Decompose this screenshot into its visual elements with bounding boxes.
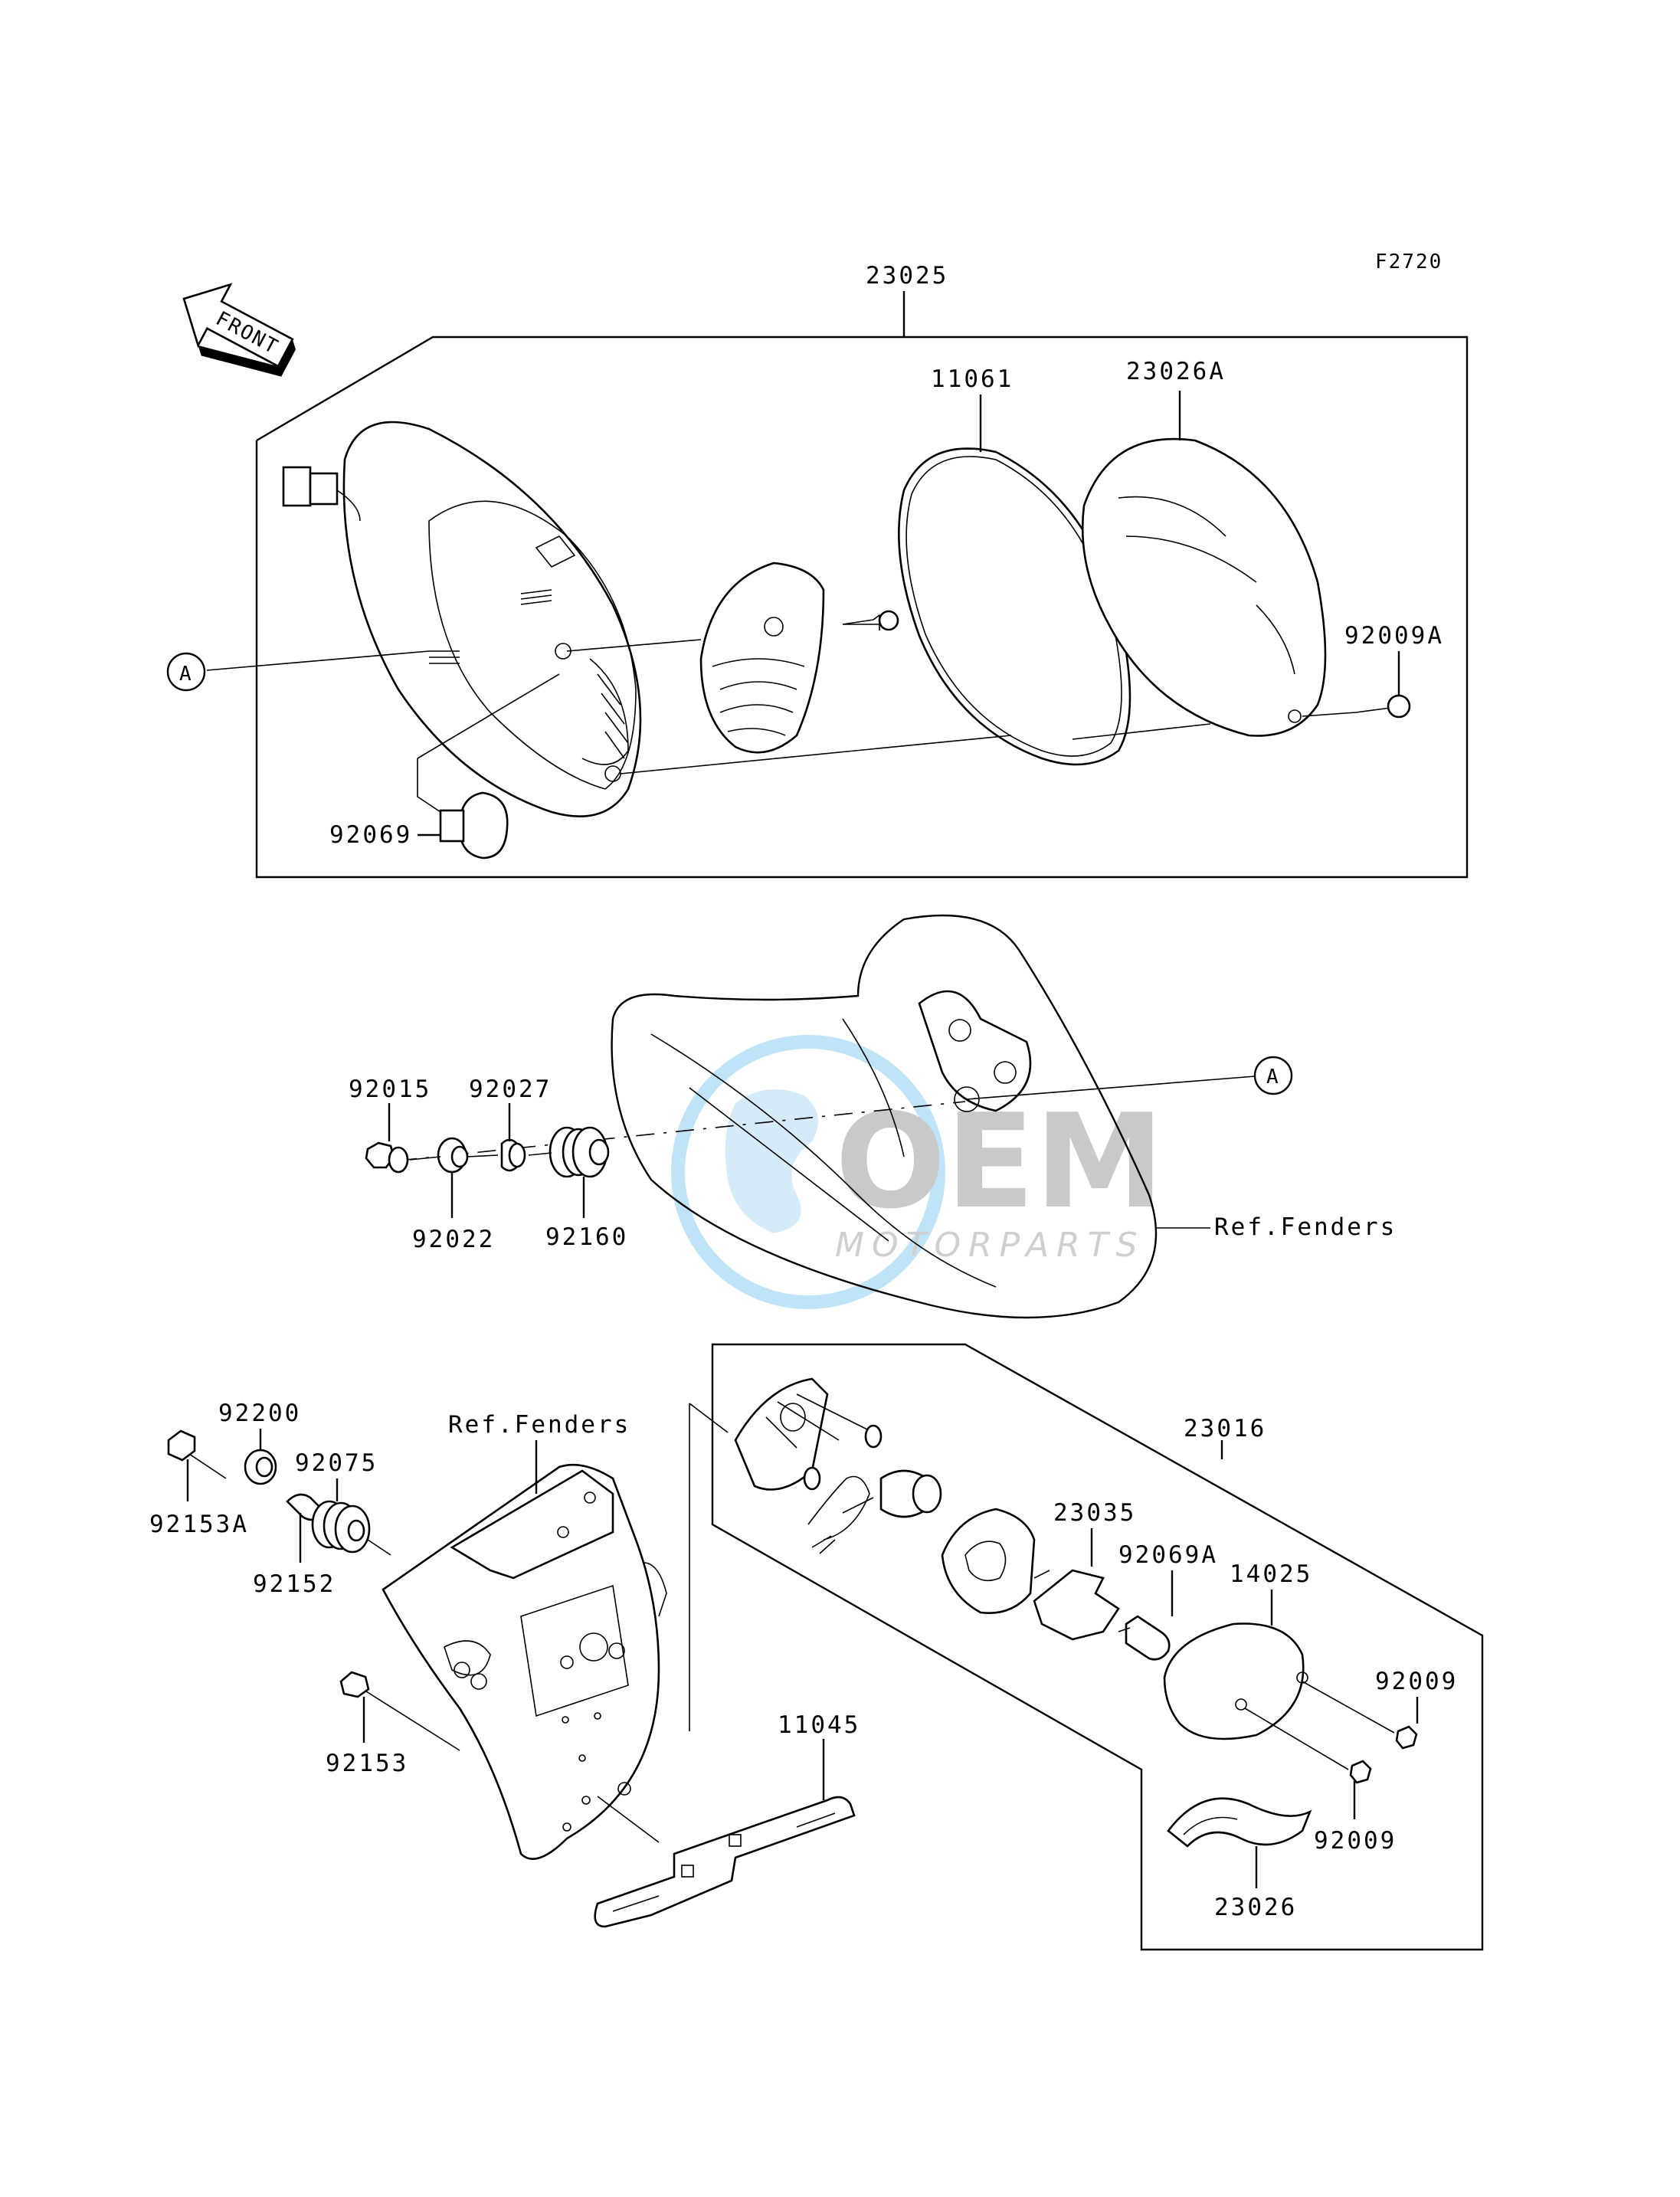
label-92009A: 92009A bbox=[1344, 622, 1444, 650]
collar-92027 bbox=[500, 1138, 526, 1172]
label-92009-a: 92009 bbox=[1375, 1668, 1458, 1695]
label-92153: 92153 bbox=[326, 1750, 408, 1777]
assembly-23016: 23016 23035 92069A 14025 bbox=[711, 1343, 1484, 1951]
label-92075: 92075 bbox=[295, 1449, 378, 1477]
figure-code: F2720 bbox=[1375, 250, 1443, 273]
grommet-92160 bbox=[549, 1126, 610, 1178]
fender-middle: Ref.Fenders A 92015 92022 92027 bbox=[349, 914, 1397, 1319]
label-92069A: 92069A bbox=[1118, 1541, 1218, 1569]
lens-23026A bbox=[1081, 437, 1327, 737]
label-92160: 92160 bbox=[545, 1223, 628, 1251]
front-direction-arrow: FRONT bbox=[182, 283, 296, 377]
label-ref-fenders-1: Ref.Fenders bbox=[1214, 1213, 1397, 1241]
watermark-continents-icon bbox=[725, 1089, 818, 1233]
tail-light-housing bbox=[282, 421, 642, 817]
light-base bbox=[734, 1377, 883, 1491]
label-92022: 92022 bbox=[412, 1226, 495, 1253]
label-92153A: 92153A bbox=[149, 1511, 249, 1538]
label-23025: 23025 bbox=[866, 262, 948, 290]
label-11045: 11045 bbox=[778, 1711, 860, 1739]
assembly-23025: 23025 11061 bbox=[166, 262, 1469, 879]
reflector bbox=[699, 562, 825, 754]
watermark-globe-icon bbox=[671, 1035, 945, 1309]
label-92009-b: 92009 bbox=[1314, 1827, 1397, 1855]
label-14025: 14025 bbox=[1230, 1560, 1312, 1588]
license-bracket-11045: 11045 bbox=[594, 1711, 860, 1928]
label-92152: 92152 bbox=[253, 1570, 336, 1598]
label-92069: 92069 bbox=[329, 821, 412, 849]
label-92027: 92027 bbox=[469, 1076, 552, 1103]
label-92200: 92200 bbox=[218, 1400, 301, 1427]
bulb-92069 bbox=[439, 791, 509, 859]
nut-92015 bbox=[365, 1141, 409, 1174]
callout-a-top: A bbox=[179, 663, 193, 686]
label-11061: 11061 bbox=[931, 365, 1014, 393]
watermark-subtitle: MOTORPARTS bbox=[835, 1226, 1145, 1265]
label-92015: 92015 bbox=[349, 1076, 431, 1103]
label-23026: 23026 bbox=[1214, 1894, 1297, 1921]
callout-a-mid: A bbox=[1266, 1066, 1280, 1089]
gasket-11061 bbox=[898, 447, 1131, 766]
watermark: OEM MOTORPARTS bbox=[671, 1035, 1164, 1309]
lens-cover-14025 bbox=[1163, 1622, 1308, 1740]
label-23016: 23016 bbox=[1184, 1415, 1266, 1442]
label-23035: 23035 bbox=[1053, 1499, 1136, 1527]
washer-92022 bbox=[437, 1137, 469, 1174]
label-ref-fenders-2: Ref.Fenders bbox=[448, 1411, 630, 1439]
label-23026A: 23026A bbox=[1126, 358, 1226, 385]
fender-bracket-lower: Ref.Fenders 92153A 92200 92152 92075 921… bbox=[149, 1400, 860, 1928]
